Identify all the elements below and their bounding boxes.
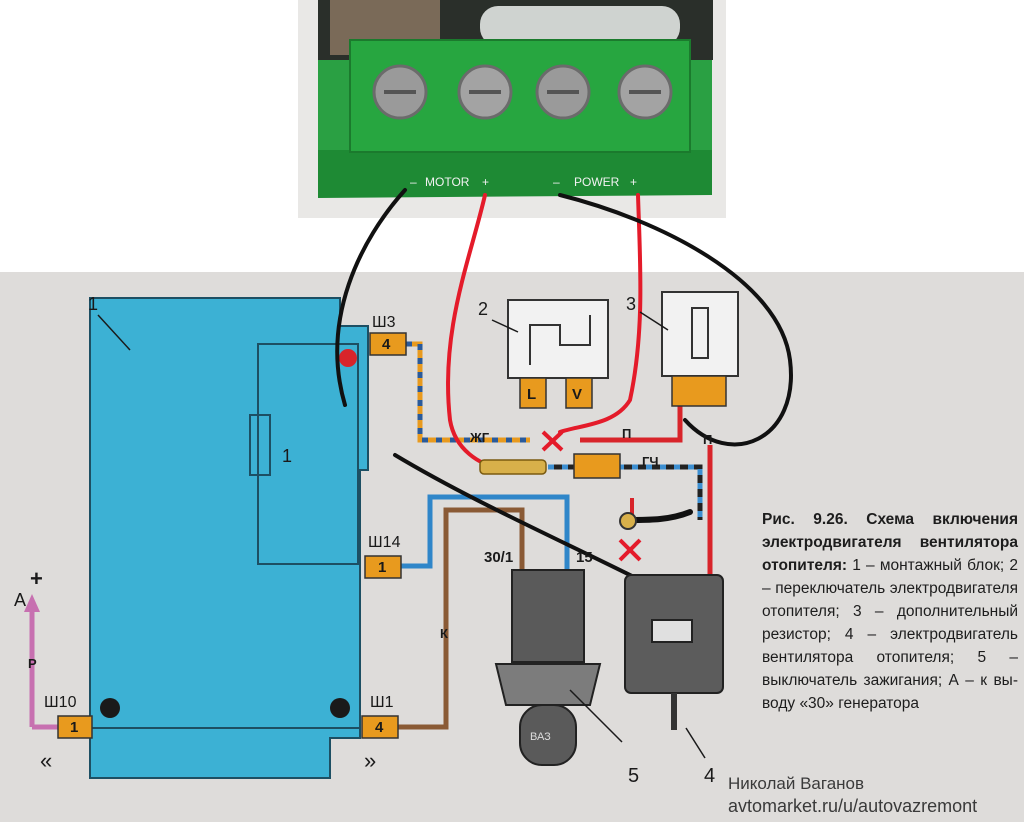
sh14-pin: 1 — [378, 559, 386, 576]
heater-motor — [619, 512, 724, 730]
schematic-wires — [24, 341, 713, 730]
wire-label-p2: П — [703, 432, 712, 447]
arrow-out: » — [364, 748, 376, 773]
wire-label-zhg: ЖГ — [469, 430, 490, 445]
board-plus-motor: + — [482, 175, 489, 189]
caption-body: 1 – монтажный блок; 2 – переключатель эл… — [762, 557, 1018, 712]
caption-title: Рис. 9.26. Схема вклю­чения электродвига… — [762, 511, 1018, 574]
callout-4: 4 — [704, 765, 715, 787]
callout-fuse-1: 1 — [282, 446, 292, 466]
sh10-label: Ш10 — [44, 694, 77, 711]
sh3-label: Ш3 — [372, 314, 396, 331]
inline-connector — [573, 453, 621, 479]
watermark-site: avtomarket.ru/u/autovazremont — [728, 796, 978, 816]
board-motor-label: MOTOR — [425, 175, 470, 189]
sh10-pin: 1 — [70, 719, 78, 736]
terminal-a: А — [14, 590, 26, 610]
switch-pin-l: L — [527, 386, 536, 403]
added-wires — [335, 188, 793, 582]
mounting-block — [89, 297, 369, 779]
connectors: 4 1 1 4 Ш3 Ш14 Ш10 Ш1 — [44, 314, 407, 739]
ignition-pin-30-1: 30/1 — [484, 549, 513, 566]
watermark-author: Николай Ваганов — [728, 774, 865, 793]
figure-caption: Рис. 9.26. Схема вклю­чения электродвига… — [762, 508, 1018, 715]
board-plus-power: + — [630, 175, 637, 189]
callouts — [97, 311, 706, 759]
board-power-label: POWER — [574, 175, 620, 189]
pwm-controller-board: – MOTOR + – POWER + — [298, 0, 726, 218]
callout-1: 1 — [88, 294, 98, 314]
wire-label-gch: ГЧ — [642, 454, 659, 469]
cut-marks — [541, 430, 642, 562]
heater-switch: L V — [507, 299, 609, 409]
sh1-label: Ш1 — [370, 694, 394, 711]
ignition-pin-15: 15 — [576, 549, 593, 566]
wire-label-p1: П — [622, 426, 631, 441]
arrow-in: « — [40, 748, 52, 773]
sh3-pin: 4 — [382, 336, 391, 353]
screw-terminals — [372, 64, 673, 120]
callout-5: 5 — [628, 765, 639, 787]
callout-3: 3 — [626, 294, 636, 314]
spade-terminal — [479, 459, 547, 475]
callout-2: 2 — [478, 299, 488, 319]
terminal-plus: + — [30, 566, 43, 591]
sh14-label: Ш14 — [368, 534, 401, 551]
board-minus-power: – — [553, 175, 560, 189]
switch-pin-v: V — [572, 386, 582, 403]
sh1-pin: 4 — [375, 719, 384, 736]
key-text: ВАЗ — [530, 731, 551, 743]
board-minus-motor: – — [410, 175, 417, 189]
additional-resistor — [661, 291, 739, 407]
wire-label-r: Р — [28, 656, 37, 671]
wire-label-k: К — [440, 626, 448, 641]
